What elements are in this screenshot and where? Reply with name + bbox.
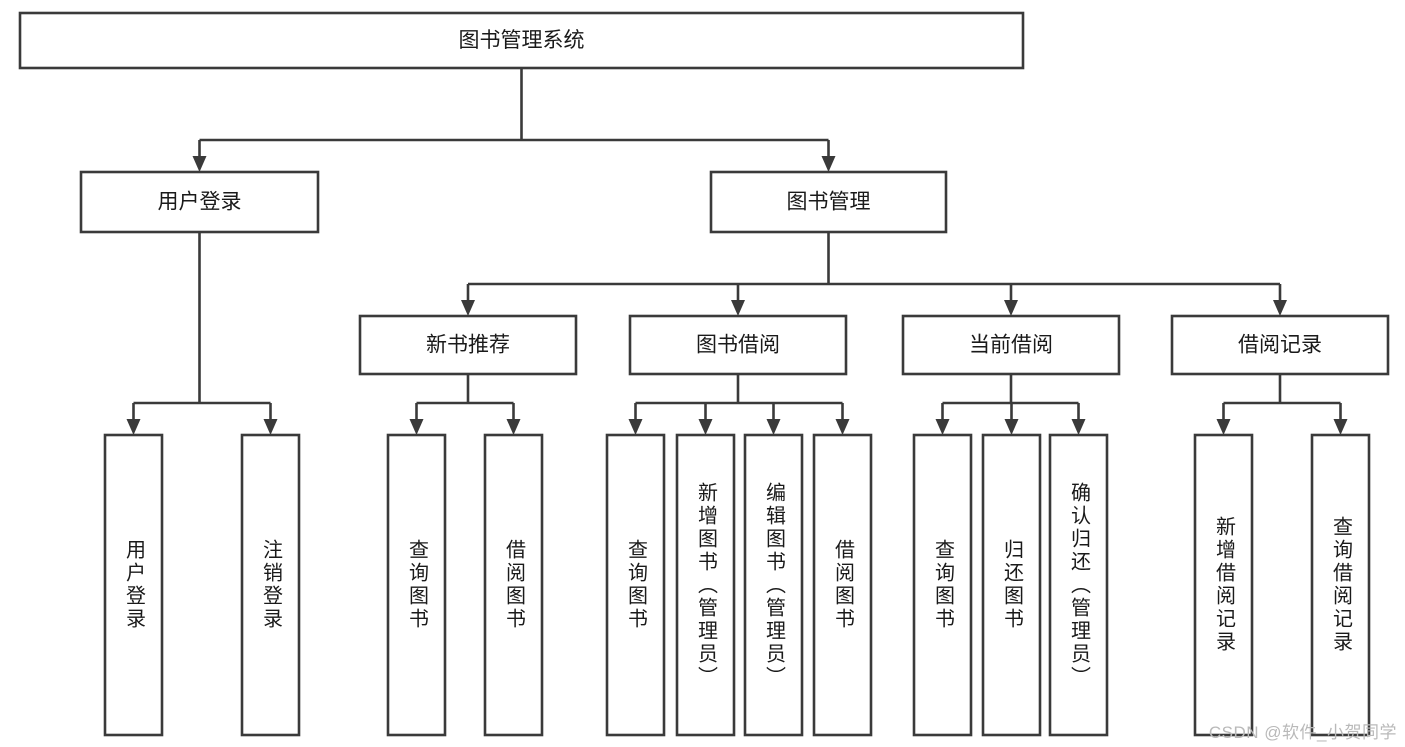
arrow-head-icon xyxy=(821,156,836,172)
node-box-book-mgmt[interactable] xyxy=(709,170,948,234)
node-box-leaf-9[interactable] xyxy=(912,433,973,737)
node-label-user-login: 用户登录 xyxy=(158,191,242,214)
arrow-head-icon xyxy=(1216,419,1231,435)
arrow-head-icon xyxy=(263,419,278,435)
node-box-current[interactable] xyxy=(901,314,1121,376)
node-box-borrow[interactable] xyxy=(628,314,848,376)
node-label-new-rec: 新书推荐 xyxy=(426,334,510,357)
node-box-leaf-10[interactable] xyxy=(981,433,1042,737)
arrow-head-icon xyxy=(192,156,207,172)
node-box-root[interactable] xyxy=(18,11,1025,70)
arrow-head-icon xyxy=(1004,419,1019,435)
edge-group-book-mgmt xyxy=(461,232,1287,316)
node-box-leaf-3[interactable] xyxy=(386,433,447,737)
node-box-new-rec[interactable] xyxy=(358,314,578,376)
edge-group-new-rec xyxy=(409,374,521,435)
node-box-records[interactable] xyxy=(1170,314,1390,376)
arrow-head-icon xyxy=(766,419,781,435)
arrow-head-icon xyxy=(1071,419,1086,435)
arrow-head-icon xyxy=(1333,419,1348,435)
node-box-leaf-7[interactable] xyxy=(743,433,804,737)
arrow-head-icon xyxy=(698,419,713,435)
node-box-leaf-4[interactable] xyxy=(483,433,544,737)
node-box-leaf-2[interactable] xyxy=(240,433,301,737)
arrow-head-icon xyxy=(1273,300,1287,316)
node-box-leaf-11[interactable] xyxy=(1048,433,1109,737)
edge-group-current xyxy=(935,374,1086,435)
node-box-leaf-1[interactable] xyxy=(103,433,164,737)
arrow-head-icon xyxy=(506,419,521,435)
node-label-borrow: 图书借阅 xyxy=(696,334,780,357)
watermark-text: CSDN @软件_小贺同学 xyxy=(1208,723,1397,742)
node-box-user-login[interactable] xyxy=(79,170,320,234)
node-label-book-mgmt: 图书管理 xyxy=(787,191,871,214)
node-box-leaf-12[interactable] xyxy=(1193,433,1254,737)
node-label-root: 图书管理系统 xyxy=(459,29,585,52)
arrow-head-icon xyxy=(461,300,475,316)
edge-group-borrow xyxy=(628,374,850,435)
arrow-head-icon xyxy=(935,419,950,435)
node-box-leaf-8[interactable] xyxy=(812,433,873,737)
node-box-leaf-5[interactable] xyxy=(605,433,666,737)
arrow-head-icon xyxy=(835,419,850,435)
arrow-head-icon xyxy=(1004,300,1018,316)
node-label-records: 借阅记录 xyxy=(1238,334,1322,357)
arrow-head-icon xyxy=(628,419,643,435)
arrow-head-icon xyxy=(126,419,141,435)
edge-group-root xyxy=(192,68,836,172)
edge-group-user-login xyxy=(126,232,278,435)
edge-group-records xyxy=(1216,374,1348,435)
node-label-current: 当前借阅 xyxy=(969,334,1053,357)
node-box-leaf-6[interactable] xyxy=(675,433,736,737)
node-box-leaf-13[interactable] xyxy=(1310,433,1371,737)
arrow-head-icon xyxy=(731,300,745,316)
edges-layer xyxy=(126,68,1348,435)
arrow-head-icon xyxy=(409,419,424,435)
